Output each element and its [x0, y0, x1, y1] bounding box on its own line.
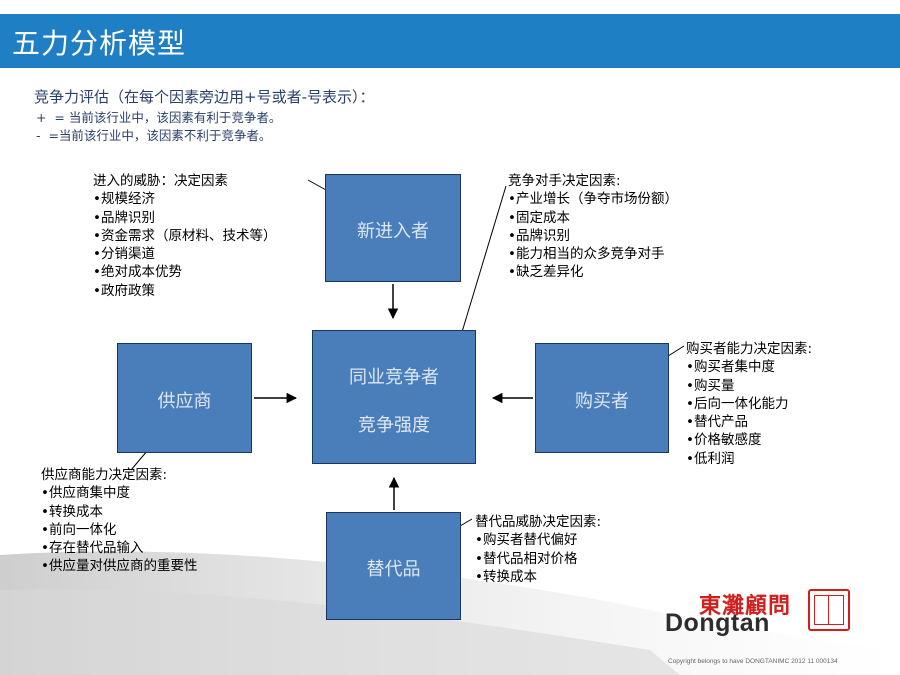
factor-item: 购买者集中度: [686, 358, 812, 376]
plus-rule: + = 当前该行业中，该因素有利于竞争者。: [36, 110, 282, 125]
force-industry-rivalry: 同业竞争者 竞争强度: [312, 330, 476, 464]
factor-item: 固定成本: [508, 209, 678, 227]
title-bar: 五力分析模型: [0, 14, 900, 68]
factor-item: 规模经济: [93, 190, 276, 208]
factor-item: 供应商集中度: [41, 484, 197, 502]
factor-item: 后向一体化能力: [686, 395, 812, 413]
callout-rival: [458, 185, 507, 343]
force-label: 同业竞争者: [349, 367, 439, 388]
factor-item: 分销渠道: [93, 245, 276, 263]
supplier-factors: 供应商能力决定因素: 供应商集中度 转换成本 前向一体化 存在替代品输入 供应量…: [41, 466, 197, 576]
force-label: 新进入者: [357, 221, 429, 242]
factor-item: 转换成本: [41, 503, 197, 521]
factor-item: 存在替代品输入: [41, 539, 197, 557]
force-suppliers: 供应商: [117, 343, 252, 453]
factor-item: 品牌识别: [508, 227, 678, 245]
factor-item: 缺乏差异化: [508, 263, 678, 281]
factor-item: 低利润: [686, 450, 812, 468]
factor-item: 绝对成本优势: [93, 263, 276, 281]
factor-item: 品牌识别: [93, 209, 276, 227]
rival-factors: 竞争对手决定因素: 产业增长（争夺市场份额） 固定成本 品牌识别 能力相当的众多…: [508, 172, 678, 282]
force-label: 购买者: [575, 391, 629, 412]
factor-item: 能力相当的众多竞争对手: [508, 245, 678, 263]
force-buyers: 购买者: [535, 343, 669, 453]
page-title: 五力分析模型: [12, 27, 187, 60]
factor-item: 购买量: [686, 377, 812, 395]
factor-item: 替代品相对价格: [475, 550, 601, 568]
copyright-notice: Copyright belongs to have DONGTANIMC 201…: [668, 658, 838, 665]
factor-item: 价格敏感度: [686, 431, 812, 449]
factor-item: 替代产品: [686, 413, 812, 431]
entrant-factors: 进入的威胁：决定因素 规模经济 品牌识别 资金需求（原材料、技术等） 分销渠道 …: [93, 172, 276, 300]
minus-rule: - =当前该行业中，该因素不利于竞争者。: [36, 128, 272, 143]
factor-item: 转换成本: [475, 568, 601, 586]
substitute-factors: 替代品威胁决定因素: 购买者替代偏好 替代品相对价格 转换成本: [475, 513, 601, 586]
factor-heading: 竞争对手决定因素:: [508, 173, 621, 189]
force-label: 替代品: [366, 559, 421, 580]
force-new-entrants: 新进入者: [325, 174, 461, 282]
buyer-factors: 购买者能力决定因素: 购买者集中度 购买量 后向一体化能力 替代产品 价格敏感度…: [686, 340, 812, 468]
factor-heading: 替代品威胁决定因素:: [475, 514, 602, 530]
company-logo-english: Dongtan: [665, 609, 770, 637]
factor-item: 资金需求（原材料、技术等）: [93, 227, 277, 245]
force-label: 供应商: [157, 391, 212, 412]
factor-heading: 供应商能力决定因素:: [41, 467, 168, 483]
factor-item: 购买者替代偏好: [475, 531, 601, 549]
force-substitutes: 替代品: [326, 512, 461, 620]
factor-heading: 进入的威胁：决定因素: [93, 173, 228, 189]
company-logo-chinese: 東灘顧問: [699, 593, 792, 619]
factor-item: 前向一体化: [41, 521, 197, 539]
factor-item: 供应量对供应商的重要性: [41, 557, 198, 575]
factor-item: 产业增长（争夺市场份额）: [508, 190, 678, 208]
force-sublabel: 竞争强度: [358, 415, 430, 436]
seal-stamp-icon: [808, 589, 850, 631]
assessment-intro: 竞争力评估（在每个因素旁边用+号或者-号表示）：: [34, 88, 375, 106]
factor-item: 政府政策: [93, 282, 276, 300]
factor-heading: 购买者能力决定因素:: [686, 341, 813, 357]
